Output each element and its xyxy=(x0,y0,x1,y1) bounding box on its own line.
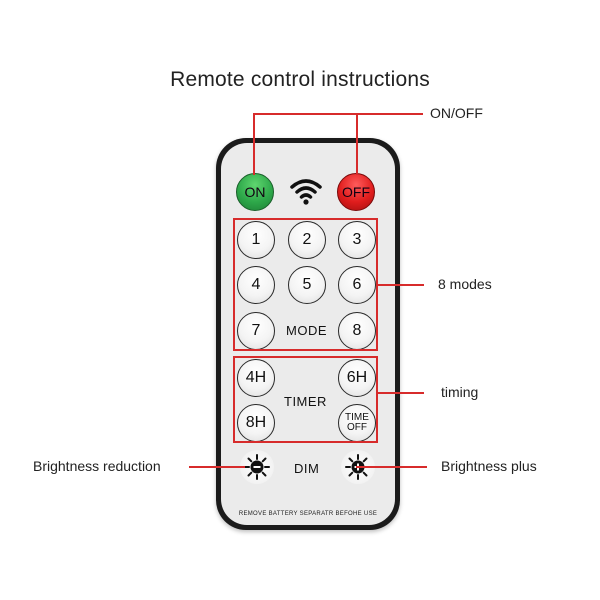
wifi-signal-icon xyxy=(289,176,323,206)
timer-6h-button[interactable]: 6H xyxy=(338,359,376,397)
on-off-connector-horizontal xyxy=(253,113,423,115)
off-connector-vertical xyxy=(356,113,358,175)
timer-4h-label: 4H xyxy=(245,369,267,386)
mode-5-button[interactable]: 5 xyxy=(288,266,326,304)
time-off-button[interactable]: TIME OFF xyxy=(338,404,376,442)
timing-callout: timing xyxy=(441,384,479,400)
mode-label: MODE xyxy=(286,323,327,338)
time-off-label-line1: TIME xyxy=(345,412,369,423)
mode-1-label: 1 xyxy=(251,231,261,248)
timer-label: TIMER xyxy=(284,394,327,409)
timer-8h-button[interactable]: 8H xyxy=(237,404,275,442)
mode-5-label: 5 xyxy=(302,276,312,293)
timing-highlight-box xyxy=(233,356,378,443)
modes-highlight-box xyxy=(233,218,378,351)
brightness-reduction-callout: Brightness reduction xyxy=(33,458,161,474)
mode-4-button[interactable]: 4 xyxy=(237,266,275,304)
timer-6h-label: 6H xyxy=(346,369,368,386)
timer-4h-button[interactable]: 4H xyxy=(237,359,275,397)
modes-connector xyxy=(378,284,424,286)
brightness-down-button[interactable] xyxy=(240,450,274,484)
mode-3-button[interactable]: 3 xyxy=(338,221,376,259)
brightness-plus-connector xyxy=(356,466,427,468)
mode-4-label: 4 xyxy=(251,276,261,293)
mode-2-label: 2 xyxy=(302,231,312,248)
modes-callout: 8 modes xyxy=(438,276,492,292)
on-connector-vertical xyxy=(253,113,255,175)
timer-8h-label: 8H xyxy=(245,414,267,431)
mode-3-label: 3 xyxy=(352,231,362,248)
timing-connector xyxy=(378,392,424,394)
mode-7-label: 7 xyxy=(251,322,261,339)
battery-notice: REMOVE BATTERY SEPARATR BEFOHE USE xyxy=(238,511,378,517)
time-off-label-line2: OFF xyxy=(347,422,367,433)
sun-minus-icon xyxy=(243,453,271,481)
mode-6-label: 6 xyxy=(352,276,362,293)
on-button[interactable]: ON xyxy=(236,173,274,211)
mode-8-button[interactable]: 8 xyxy=(338,312,376,350)
dim-label: DIM xyxy=(294,461,320,476)
brightness-plus-callout: Brightness plus xyxy=(441,458,537,474)
mode-6-button[interactable]: 6 xyxy=(338,266,376,304)
mode-2-button[interactable]: 2 xyxy=(288,221,326,259)
on-button-label: ON xyxy=(244,184,266,200)
mode-8-label: 8 xyxy=(352,322,362,339)
mode-1-button[interactable]: 1 xyxy=(237,221,275,259)
off-button-label: OFF xyxy=(342,184,370,200)
brightness-reduction-connector xyxy=(189,466,245,468)
page-title: Remote control instructions xyxy=(170,68,430,91)
on-off-callout: ON/OFF xyxy=(430,105,483,121)
off-button[interactable]: OFF xyxy=(337,173,375,211)
